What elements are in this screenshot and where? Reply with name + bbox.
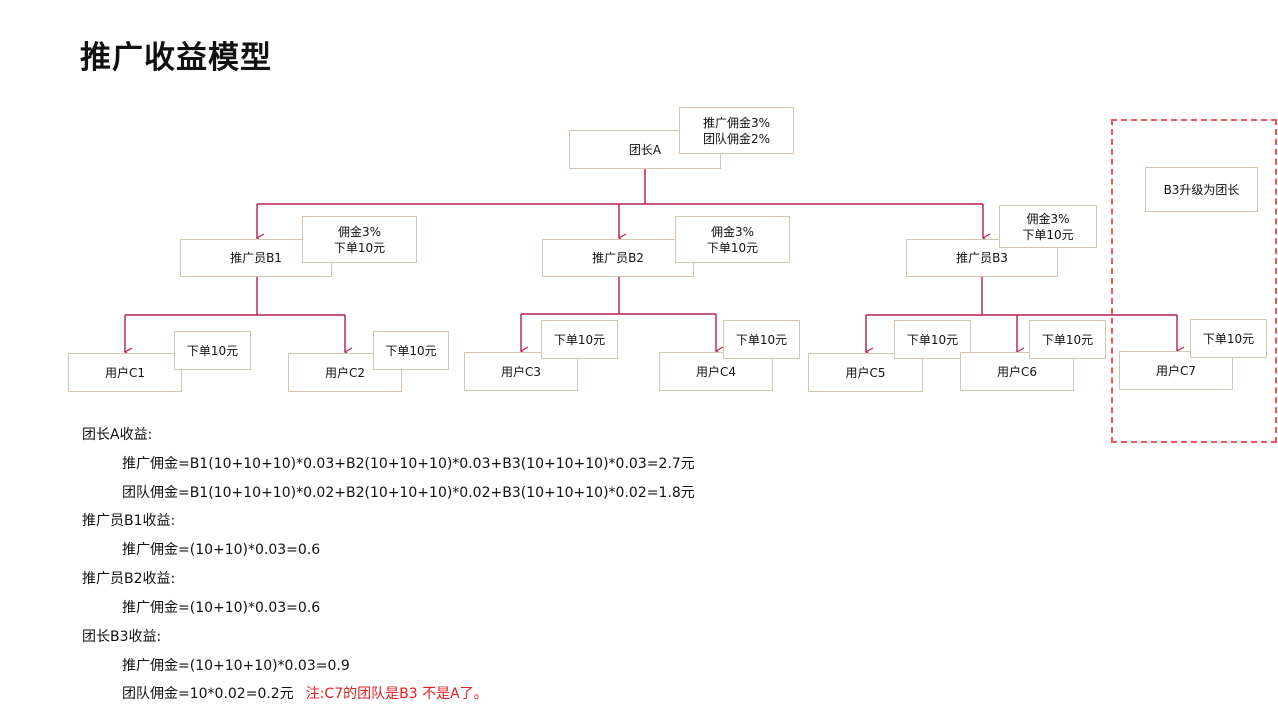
node-c1-note: 下单10元 (174, 331, 251, 370)
upgrade-note: B3升级为团长 (1145, 167, 1258, 212)
calc-b3-note: 注:C7的团队是B3 不是A了。 (305, 686, 488, 702)
node-leader-a-note: 推广佣金3% 团队佣金2% (679, 107, 794, 154)
node-b1-note: 佣金3% 下单10元 (302, 216, 417, 263)
node-b3-note: 佣金3% 下单10元 (999, 205, 1097, 248)
node-c5: 用户C5 (808, 353, 923, 392)
calc-b1-line-1: 推广佣金=(10+10)*0.03=0.6 (122, 542, 321, 558)
node-b2-note: 佣金3% 下单10元 (675, 216, 790, 263)
calc-b3-line-1: 推广佣金=(10+10+10)*0.03=0.9 (122, 658, 350, 674)
node-c6-note: 下单10元 (1029, 320, 1106, 359)
calc-a-line-2: 团队佣金=B1(10+10+10)*0.02+B2(10+10+10)*0.02… (122, 485, 695, 501)
calc-b3-line-2-row: 团队佣金=10*0.02=0.2元注:C7的团队是B3 不是A了。 (122, 683, 488, 703)
node-c3-note: 下单10元 (541, 320, 618, 359)
calc-a-line-1: 推广佣金=B1(10+10+10)*0.03+B2(10+10+10)*0.03… (122, 456, 695, 472)
b3-upgrade-region (1111, 119, 1277, 443)
node-c4-note: 下单10元 (723, 320, 800, 359)
node-b2: 推广员B2 (542, 239, 694, 277)
calc-b2-line-1: 推广佣金=(10+10)*0.03=0.6 (122, 600, 321, 616)
node-c1: 用户C1 (68, 353, 182, 392)
node-c5-note: 下单10元 (894, 320, 971, 359)
calc-b2-heading: 推广员B2收益: (82, 571, 176, 587)
calc-b3-heading: 团长B3收益: (82, 629, 162, 645)
node-c7-note: 下单10元 (1190, 319, 1267, 358)
node-c2: 用户C2 (288, 353, 402, 392)
node-c3: 用户C3 (464, 352, 578, 391)
page-title: 推广收益模型 (80, 40, 272, 76)
node-c2-note: 下单10元 (373, 331, 449, 370)
calc-a-heading: 团长A收益: (82, 427, 153, 443)
calc-b3-line-2: 团队佣金=10*0.02=0.2元 (122, 686, 294, 702)
calc-b1-heading: 推广员B1收益: (82, 513, 176, 529)
